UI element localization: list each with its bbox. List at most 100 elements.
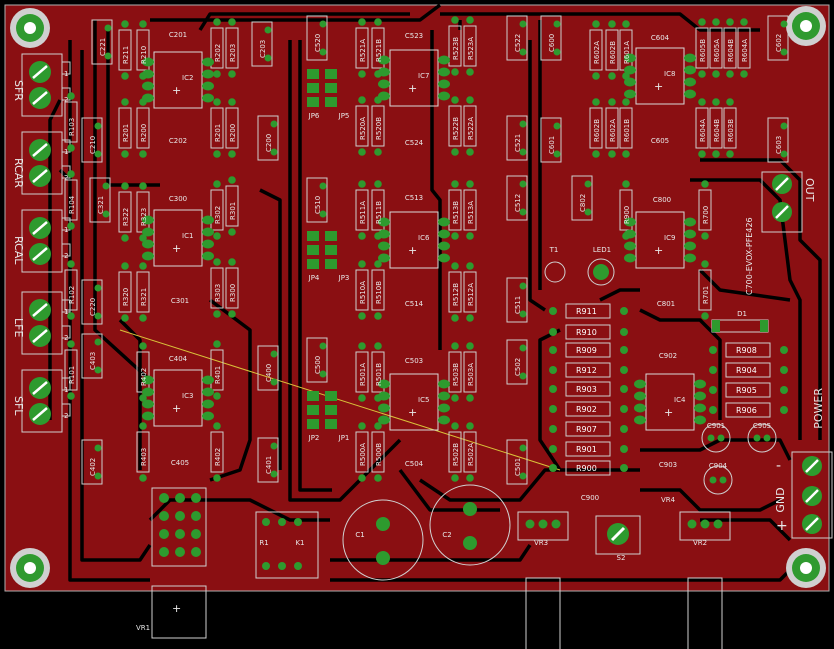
switch-s2-slot — [610, 526, 626, 542]
relay-pad — [278, 562, 286, 570]
pin-number: 1 — [64, 226, 68, 234]
resistor-body — [589, 29, 603, 71]
ic-plus: + — [408, 244, 417, 257]
small-electrolytic-pad — [709, 476, 717, 484]
resistor-pad — [67, 340, 75, 348]
transistor-outline — [544, 261, 566, 283]
resistor-pad — [622, 150, 630, 158]
resistor-pad — [213, 70, 221, 78]
resistor-body — [210, 431, 224, 473]
resistor-body — [64, 269, 78, 311]
resistor-pad — [466, 262, 474, 270]
resistor-pad — [451, 68, 459, 76]
small-electrolytic-outline — [701, 423, 731, 453]
resistor-body — [589, 107, 603, 149]
part-label-vertical: R602A — [609, 119, 617, 142]
resistor-pad — [228, 150, 236, 158]
resistor-body-horizontal — [725, 402, 771, 418]
connector-label-sfr: SFR — [12, 80, 25, 101]
resistor-pad — [549, 445, 557, 453]
resistor-pad — [121, 20, 129, 28]
airwire — [119, 329, 561, 471]
resistor-body — [136, 29, 150, 71]
resistor-body — [619, 107, 633, 149]
resistor-pad — [67, 222, 75, 230]
part-label-vertical: R604A — [741, 39, 749, 62]
resistor-pad — [620, 385, 628, 393]
resistor-pad — [549, 385, 557, 393]
part-label: VR1 — [136, 624, 150, 632]
part-label-vertical: C522 — [514, 34, 522, 52]
resistor-body-horizontal — [565, 324, 611, 340]
capacitor-body — [257, 115, 279, 161]
resistor-pad — [620, 445, 628, 453]
resistor-pad — [549, 425, 557, 433]
terminal-screw — [32, 407, 48, 421]
part-label: JP2 — [308, 434, 320, 442]
cap-pad — [94, 150, 102, 158]
resistor-label: R911 — [576, 307, 597, 316]
ic-pin — [202, 69, 214, 79]
cap-pad — [104, 24, 112, 32]
connector-label-rcal: RCAL — [12, 236, 25, 265]
cap-pad — [519, 310, 527, 318]
resistor-pad — [622, 20, 630, 28]
resistor-pad — [549, 307, 557, 315]
part-label: C523 — [405, 32, 423, 40]
mounting-holes — [10, 6, 826, 588]
capacitor-body — [91, 19, 113, 65]
ic-plus: + — [172, 84, 181, 97]
ic-pin — [202, 375, 214, 385]
resistor-pad — [466, 232, 474, 240]
resistor-body — [698, 189, 712, 231]
vr1-pad — [159, 493, 169, 503]
cap-pad — [780, 150, 788, 158]
cap-pad — [319, 48, 327, 56]
jumper-pad — [307, 83, 319, 93]
part-label-vertical: R201 — [214, 124, 222, 142]
ic-pin — [684, 217, 696, 227]
terminal-screw — [32, 65, 48, 79]
resistor-pad — [592, 72, 600, 80]
part-label: C514 — [405, 300, 424, 308]
part-label-vertical: R403 — [140, 448, 148, 466]
ic-body — [153, 51, 203, 109]
silkscreen-text: IC2+IC1+IC3+IC7+IC6+IC5+IC8+IC9+IC4+C221… — [64, 31, 783, 632]
connector-label-out: OUT — [803, 178, 816, 202]
ic-pin — [438, 241, 450, 251]
ic-pin — [624, 217, 636, 227]
terminal-tab — [61, 243, 71, 257]
ic-body — [389, 49, 439, 107]
part-label-vertical: R200 — [229, 124, 237, 142]
capacitor-body — [306, 337, 328, 383]
part-label-vertical: R602B — [609, 41, 617, 64]
part-label-vertical: R202 — [214, 44, 222, 62]
resistor-body-horizontal — [565, 421, 611, 437]
ic-pin — [142, 215, 154, 225]
cap-pad — [264, 26, 272, 34]
cap-pad — [519, 208, 527, 216]
electrolytic-pad — [376, 517, 390, 531]
ic-pin — [684, 253, 696, 263]
mounting-hole-drill — [800, 20, 812, 32]
resistor-pad — [549, 464, 557, 472]
part-label-vertical: C512 — [514, 194, 522, 212]
part-label-vertical: R512B — [452, 283, 460, 306]
pin-number: 1 — [64, 386, 68, 394]
terminal-screw — [32, 91, 48, 105]
resistor-pad — [592, 20, 600, 28]
ic-pin — [694, 415, 706, 425]
ic-plus: + — [172, 242, 181, 255]
resistor-pad — [549, 405, 557, 413]
resistor-body — [448, 431, 462, 473]
resistor-pad — [139, 394, 147, 402]
relay-body — [255, 511, 319, 579]
resistor-pad — [451, 232, 459, 240]
ic-pin — [202, 227, 214, 237]
part-label-vertical: R513B — [452, 201, 460, 224]
ic-pin — [142, 375, 154, 385]
part-label-vertical: R512A — [467, 283, 475, 306]
resistor-pad — [67, 312, 75, 320]
ic-pin — [438, 79, 450, 89]
resistor-pad — [780, 406, 788, 414]
